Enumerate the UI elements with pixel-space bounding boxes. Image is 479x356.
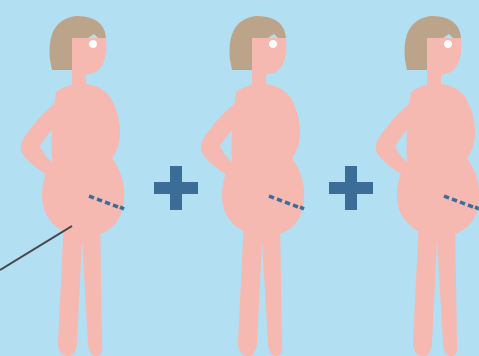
illustration: [0, 0, 479, 356]
